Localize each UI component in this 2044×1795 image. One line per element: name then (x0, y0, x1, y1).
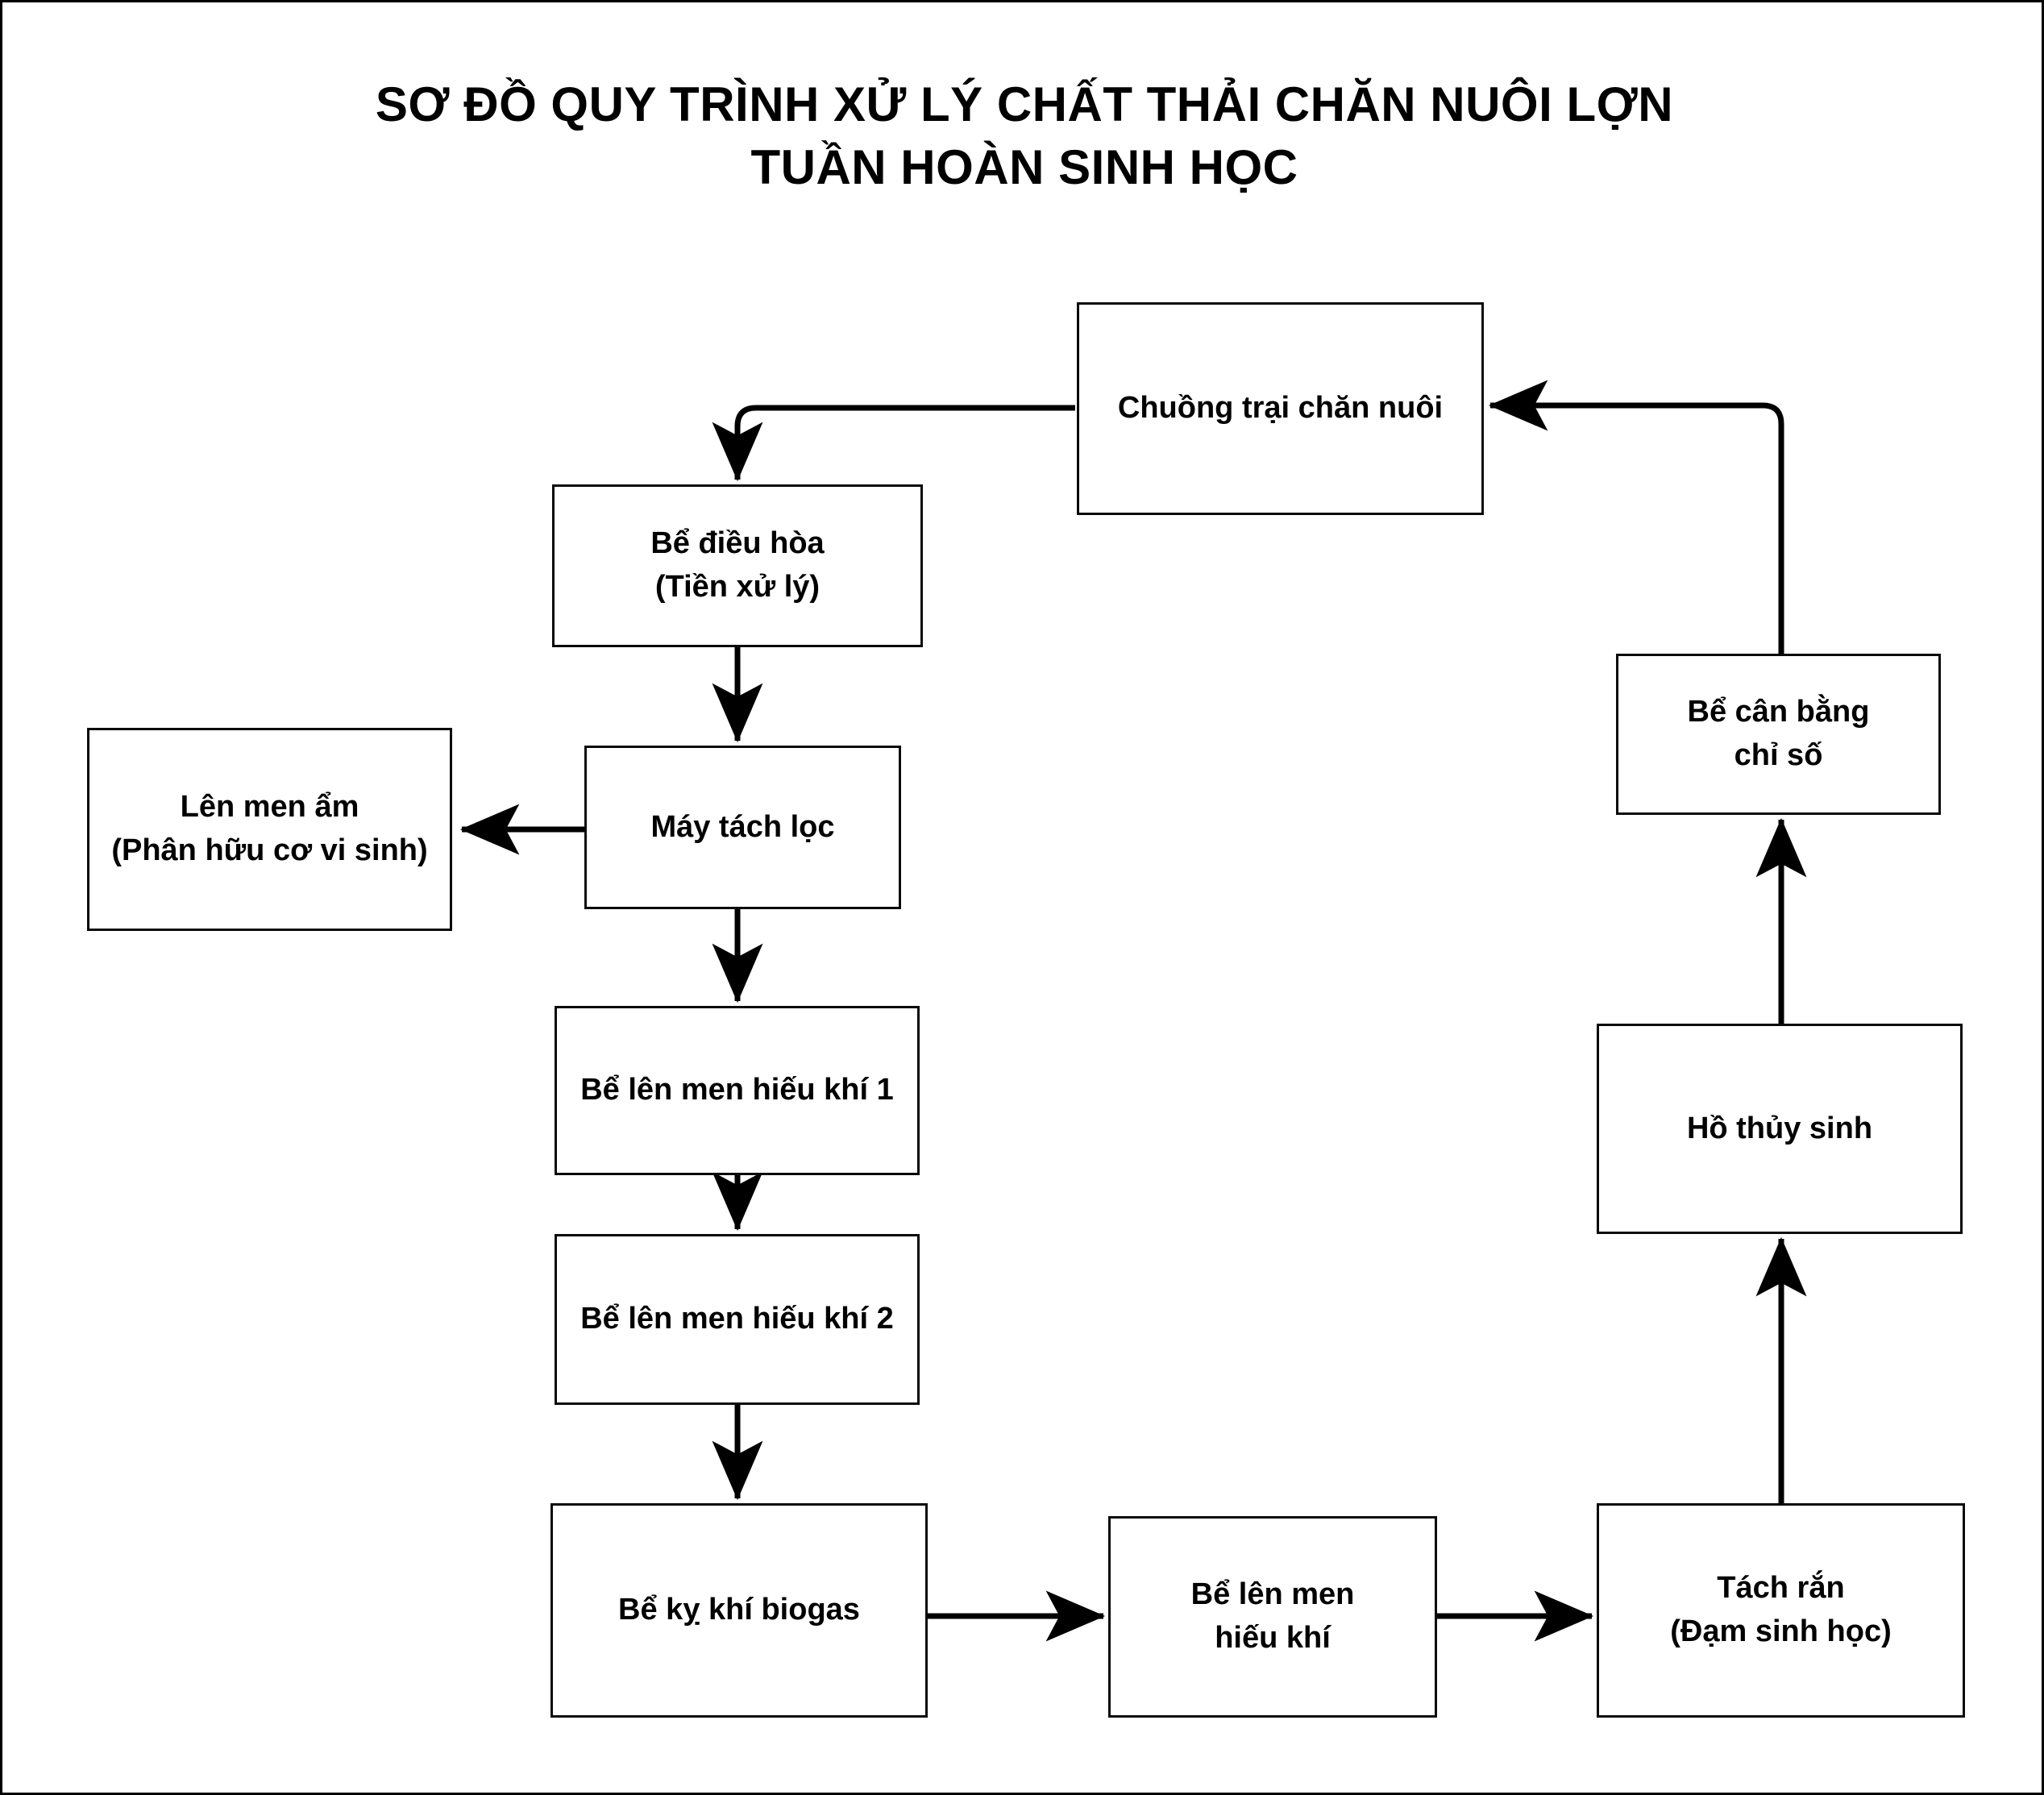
node-tach-ran[interactable]: Tách rắn (Đạm sinh học) (1597, 1503, 1965, 1718)
node-ky-khi-biogas-line1: Bể kỵ khí biogas (618, 1593, 860, 1627)
diagram-title: SƠ ĐỒ QUY TRÌNH XỬ LÝ CHẤT THẢI CHĂN NUÔ… (2, 73, 2042, 199)
node-ky-khi-biogas[interactable]: Bể kỵ khí biogas (550, 1503, 928, 1718)
node-tach-ran-line1: Tách rắn (1717, 1571, 1845, 1606)
node-hieu-khi-1-line1: Bể lên men hiếu khí 1 (580, 1073, 894, 1107)
title-line-2: TUẦN HOÀN SINH HỌC (750, 140, 1298, 194)
node-hieu-khi-1[interactable]: Bể lên men hiếu khí 1 (555, 1006, 920, 1175)
node-be-can-bang-line2: chỉ số (1734, 738, 1823, 772)
node-be-dieu-hoa-line2: (Tiền xử lý) (654, 570, 821, 604)
node-ho-thuy-sinh-line1: Hồ thủy sinh (1686, 1111, 1873, 1145)
node-may-tach-loc-line1: Máy tách lọc (650, 809, 835, 844)
node-ho-thuy-sinh[interactable]: Hồ thủy sinh (1597, 1024, 1963, 1234)
node-be-len-men-line2: hiếu khí (1215, 1621, 1331, 1655)
node-chuong-trai-line1: Chuồng trại chăn nuôi (1117, 391, 1444, 426)
node-may-tach-loc[interactable]: Máy tách lọc (584, 746, 901, 909)
node-hieu-khi-2-line1: Bể lên men hiếu khí 2 (580, 1302, 894, 1336)
node-len-men-am[interactable]: Lên men ẩm (Phân hữu cơ vi sinh) (87, 728, 452, 931)
node-hieu-khi-2[interactable]: Bể lên men hiếu khí 2 (555, 1234, 920, 1405)
node-be-can-bang[interactable]: Bể cân bằng chỉ số (1616, 654, 1941, 815)
edge-becanbang-to-chuongtrai (1488, 380, 1784, 654)
node-tach-ran-line2: (Đạm sinh học) (1670, 1614, 1892, 1648)
node-chuong-trai[interactable]: Chuồng trại chăn nuôi (1077, 302, 1484, 515)
node-len-men-am-line1: Lên men ẩm (180, 790, 359, 825)
edge-chuongtrai-to-bedieuhoa (712, 405, 1075, 482)
node-len-men-am-line2: (Phân hữu cơ vi sinh) (111, 833, 428, 867)
title-line-1: SƠ ĐỒ QUY TRÌNH XỬ LÝ CHẤT THẢI CHĂN NUÔ… (375, 77, 1674, 131)
node-be-dieu-hoa[interactable]: Bể điều hòa (Tiền xử lý) (552, 484, 923, 647)
node-be-can-bang-line1: Bể cân bằng (1687, 695, 1870, 729)
node-be-len-men[interactable]: Bể lên men hiếu khí (1108, 1516, 1437, 1718)
node-be-len-men-line1: Bể lên men (1190, 1577, 1355, 1612)
node-be-dieu-hoa-line1: Bể điều hòa (650, 526, 825, 561)
